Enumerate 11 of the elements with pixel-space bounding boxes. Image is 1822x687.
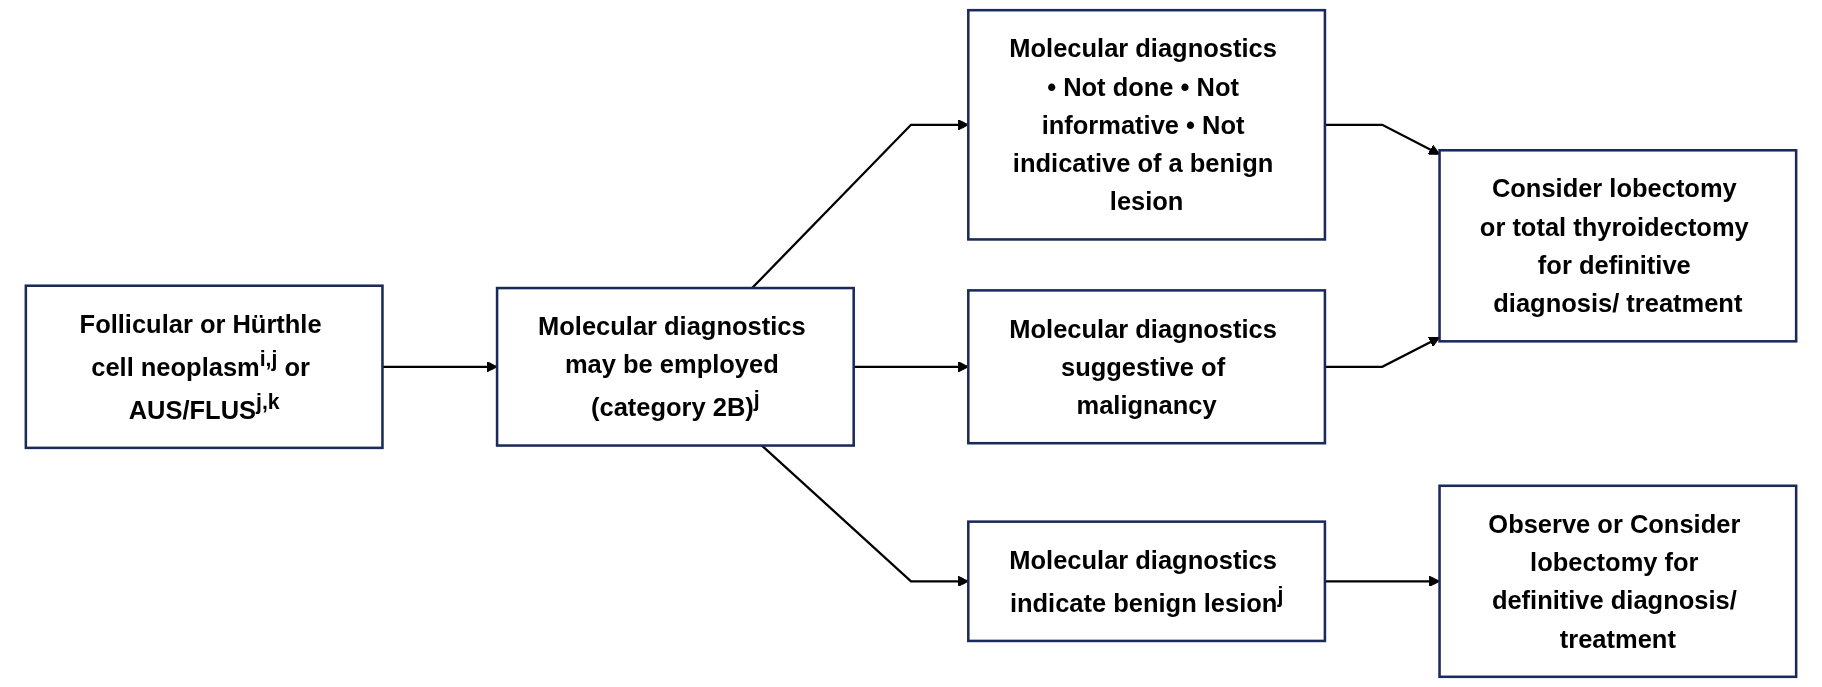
arrow	[382, 361, 498, 373]
arrow	[853, 361, 969, 373]
node-box: Molecular diagnostics suggestive of malignancy	[967, 289, 1327, 445]
node-box: Molecular diagnostics • Not done • Not informative • Not indicative of a benign lesion	[967, 8, 1327, 241]
node-box: Observe or Consider lobectomy for definitive diagnosis/ treatment	[1438, 484, 1798, 679]
arrow	[751, 119, 969, 289]
node-box: Consider lobectomy or total thyroidectomy for definitive diagnosis/ treatment	[1438, 149, 1798, 343]
node-box: Molecular diagnostics indicate benign lesion$^{j}$	[967, 520, 1327, 643]
node-box: Follicular or Hürthle cell neoplasm$^{i,j}$ or AUS/FLUS$^{j,k}$	[24, 284, 384, 450]
arrow	[1324, 336, 1441, 368]
node-box: Molecular diagnostics may be employed (category 2B)$^{j}$	[495, 286, 855, 447]
